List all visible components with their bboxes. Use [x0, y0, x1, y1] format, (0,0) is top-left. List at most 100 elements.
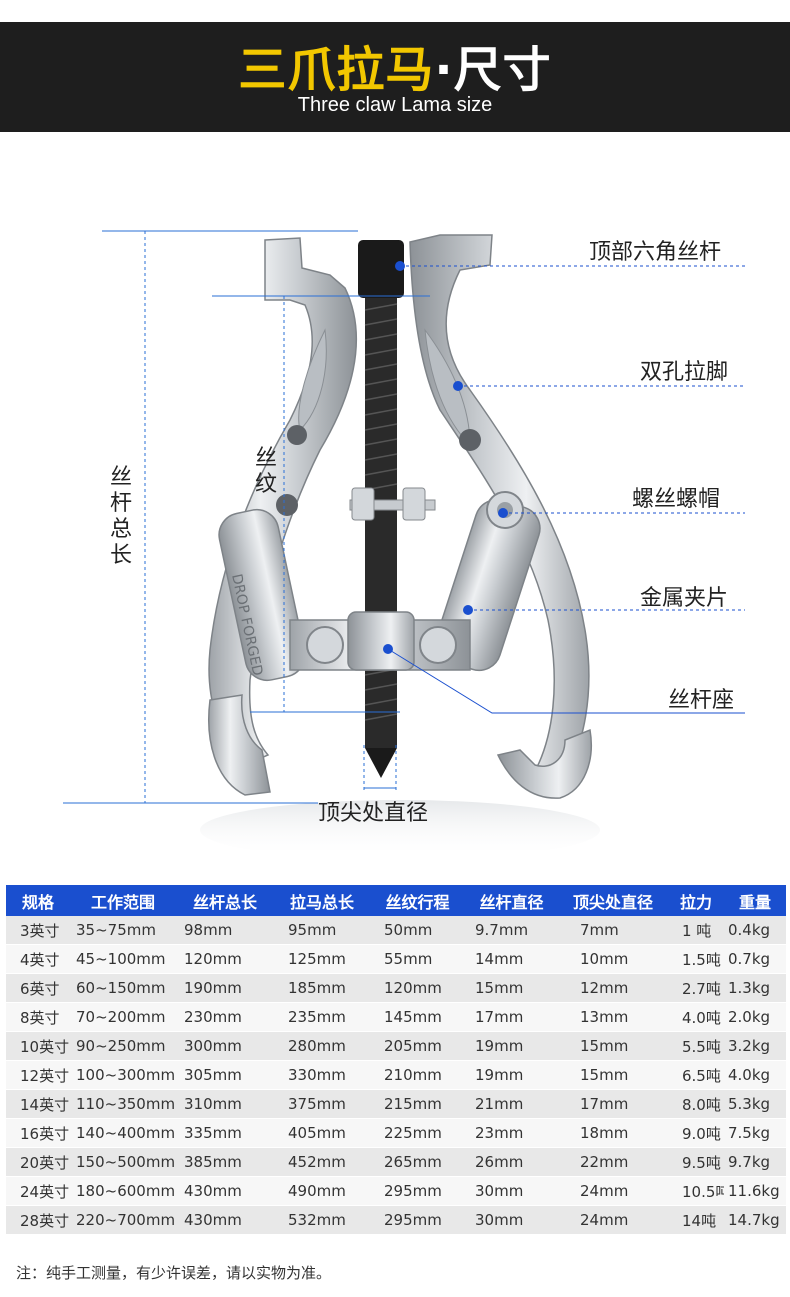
- table-cell: 1.5吨: [668, 944, 724, 974]
- table-cell: 15mm: [465, 973, 558, 1003]
- table-cell: 98mm: [176, 916, 274, 945]
- table-cell: 4.0吨: [668, 1002, 724, 1032]
- table-cell: 6.5吨: [668, 1060, 724, 1090]
- table-cell: 24英寸: [6, 1176, 70, 1206]
- table-cell: 12mm: [558, 973, 668, 1003]
- table-cell: 17mm: [558, 1089, 668, 1119]
- table-cell: 12英寸: [6, 1060, 70, 1090]
- table-cell: 90~250mm: [70, 1031, 176, 1061]
- table-cell: 230mm: [176, 1002, 274, 1032]
- table-cell: 452mm: [274, 1147, 370, 1177]
- table-cell: 19mm: [465, 1031, 558, 1061]
- table-cell: 100~300mm: [70, 1060, 176, 1090]
- table-cell: 19mm: [465, 1060, 558, 1090]
- table-cell: 24mm: [558, 1205, 668, 1235]
- callout-top-hex-screw: 顶部六角丝杆: [589, 240, 722, 265]
- table-cell: 375mm: [274, 1089, 370, 1119]
- table-cell: 2.7吨: [668, 973, 724, 1003]
- table-cell: 8.0吨: [668, 1089, 724, 1119]
- col-header-thread-travel: 丝纹行程: [370, 885, 465, 916]
- table-cell: 10mm: [558, 944, 668, 974]
- table-cell: 265mm: [370, 1147, 465, 1177]
- col-header-pull-force: 拉力: [668, 885, 724, 916]
- table-cell: 210mm: [370, 1060, 465, 1090]
- table-cell: 23mm: [465, 1118, 558, 1148]
- table-cell: 5.5吨: [668, 1031, 724, 1061]
- table-cell: 335mm: [176, 1118, 274, 1148]
- puller-illustration: DROP FORGED: [63, 230, 745, 860]
- table-cell: 14mm: [465, 944, 558, 974]
- table-cell: 385mm: [176, 1147, 274, 1177]
- table-cell: 24mm: [558, 1176, 668, 1206]
- table-cell: 8英寸: [6, 1002, 70, 1032]
- table-cell: 430mm: [176, 1205, 274, 1235]
- table-cell: 16英寸: [6, 1118, 70, 1148]
- table-cell: 45~100mm: [70, 944, 176, 974]
- table-cell: 3英寸: [6, 916, 70, 945]
- table-cell: 145mm: [370, 1002, 465, 1032]
- table-cell: 14.7kg: [724, 1205, 786, 1235]
- table-cell: 310mm: [176, 1089, 274, 1119]
- table-cell: 150~500mm: [70, 1147, 176, 1177]
- table-cell: 55mm: [370, 944, 465, 974]
- puller-diagram: DROP FORGED: [0, 180, 790, 860]
- callout-dots: [383, 261, 508, 654]
- nut-bolt: [349, 487, 436, 521]
- title-banner: 三爪拉马·尺寸 Three claw Lama size: [0, 22, 790, 132]
- banner-subtitle: Three claw Lama size: [297, 94, 493, 116]
- banner-title-suffix: ·尺寸: [434, 42, 552, 98]
- table-cell: 7mm: [558, 916, 668, 945]
- table-cell: 280mm: [274, 1031, 370, 1061]
- table-cell: 0.4kg: [724, 916, 786, 945]
- label-screw-total-length: 丝杆总长: [109, 465, 132, 568]
- col-header-spec: 规格: [6, 885, 70, 916]
- table-cell: 215mm: [370, 1089, 465, 1119]
- table-cell: 120mm: [370, 973, 465, 1003]
- table-cell: 125mm: [274, 944, 370, 974]
- table-cell: 30mm: [465, 1176, 558, 1206]
- table-cell: 21mm: [465, 1089, 558, 1119]
- table-cell: 10.5吨: [668, 1176, 724, 1206]
- table-cell: 405mm: [274, 1118, 370, 1148]
- col-header-puller-length: 拉马总长: [274, 885, 370, 916]
- table-cell: 30mm: [465, 1205, 558, 1235]
- table-cell: 1.3kg: [724, 973, 786, 1003]
- table-cell: 220~700mm: [70, 1205, 176, 1235]
- callout-metal-clip: 金属夹片: [640, 586, 729, 611]
- callout-double-hole-leg: 双孔拉脚: [640, 360, 729, 385]
- table-cell: 0.7kg: [724, 944, 786, 974]
- table-cell: 9.5吨: [668, 1147, 724, 1177]
- table-cell: 490mm: [274, 1176, 370, 1206]
- table-cell: 305mm: [176, 1060, 274, 1090]
- callout-screw-seat: 丝杆座: [668, 688, 735, 713]
- table-cell: 330mm: [274, 1060, 370, 1090]
- dimension-lines: [63, 230, 430, 804]
- spec-table: 规格 工作范围 丝杆总长 拉马总长 丝纹行程 丝杆直径 顶尖处直径 拉力 重量 …: [6, 885, 786, 1235]
- table-cell: 225mm: [370, 1118, 465, 1148]
- table-cell: 190mm: [176, 973, 274, 1003]
- table-cell: 7.5kg: [724, 1118, 786, 1148]
- table-cell: 9.0吨: [668, 1118, 724, 1148]
- table-cell: 14吨: [668, 1205, 724, 1235]
- table-cell: 70~200mm: [70, 1002, 176, 1032]
- table-cell: 185mm: [274, 973, 370, 1003]
- table-cell: 430mm: [176, 1176, 274, 1206]
- table-cell: 235mm: [274, 1002, 370, 1032]
- col-header-screw-diameter: 丝杆直径: [465, 885, 558, 916]
- table-cell: 26mm: [465, 1147, 558, 1177]
- table-cell: 205mm: [370, 1031, 465, 1061]
- table-header-row: 规格 工作范围 丝杆总长 拉马总长 丝纹行程 丝杆直径 顶尖处直径 拉力 重量: [6, 885, 786, 916]
- center-screw: [358, 240, 404, 778]
- col-header-working-range: 工作范围: [70, 885, 176, 916]
- table-cell: 1 吨: [668, 916, 724, 945]
